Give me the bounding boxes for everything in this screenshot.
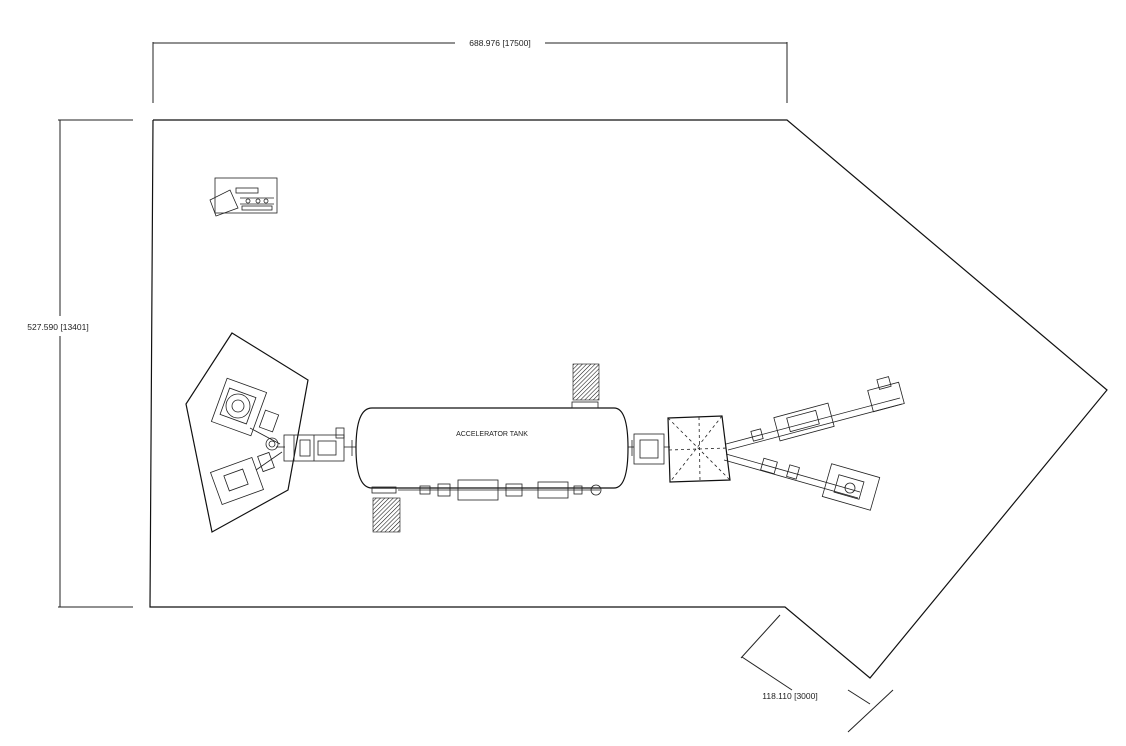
accelerator-tank: ACCELERATOR TANK: [351, 401, 633, 494]
ion-source-upper: [210, 377, 281, 445]
width-dimension-label: 688.976 [17500]: [469, 38, 530, 48]
offset-dimension: 118.110 [3000]: [740, 614, 894, 733]
shield-block-upper: [572, 363, 600, 401]
upper-beamline: [725, 376, 905, 451]
ion-source-lower: [209, 451, 283, 506]
offset-dimension-label: 118.110 [3000]: [762, 691, 817, 701]
shield-block-lower: [372, 497, 401, 533]
height-dimension-label: 527.590 [13401]: [27, 322, 88, 332]
injector-beamline: [276, 427, 356, 462]
high-energy-beamline: [628, 433, 670, 465]
width-dimension: 688.976 [17500]: [152, 38, 788, 103]
lower-beamline: [398, 479, 602, 501]
accelerator-tank-label: ACCELERATOR TANK: [456, 431, 528, 438]
room-outline: [149, 119, 1108, 679]
control-console: [209, 177, 278, 217]
ion-source-enclosure: [185, 332, 309, 533]
lower-endstation-beamline: [723, 453, 881, 511]
height-dimension: 527.590 [13401]: [27, 119, 133, 608]
switching-magnet: [667, 415, 731, 483]
